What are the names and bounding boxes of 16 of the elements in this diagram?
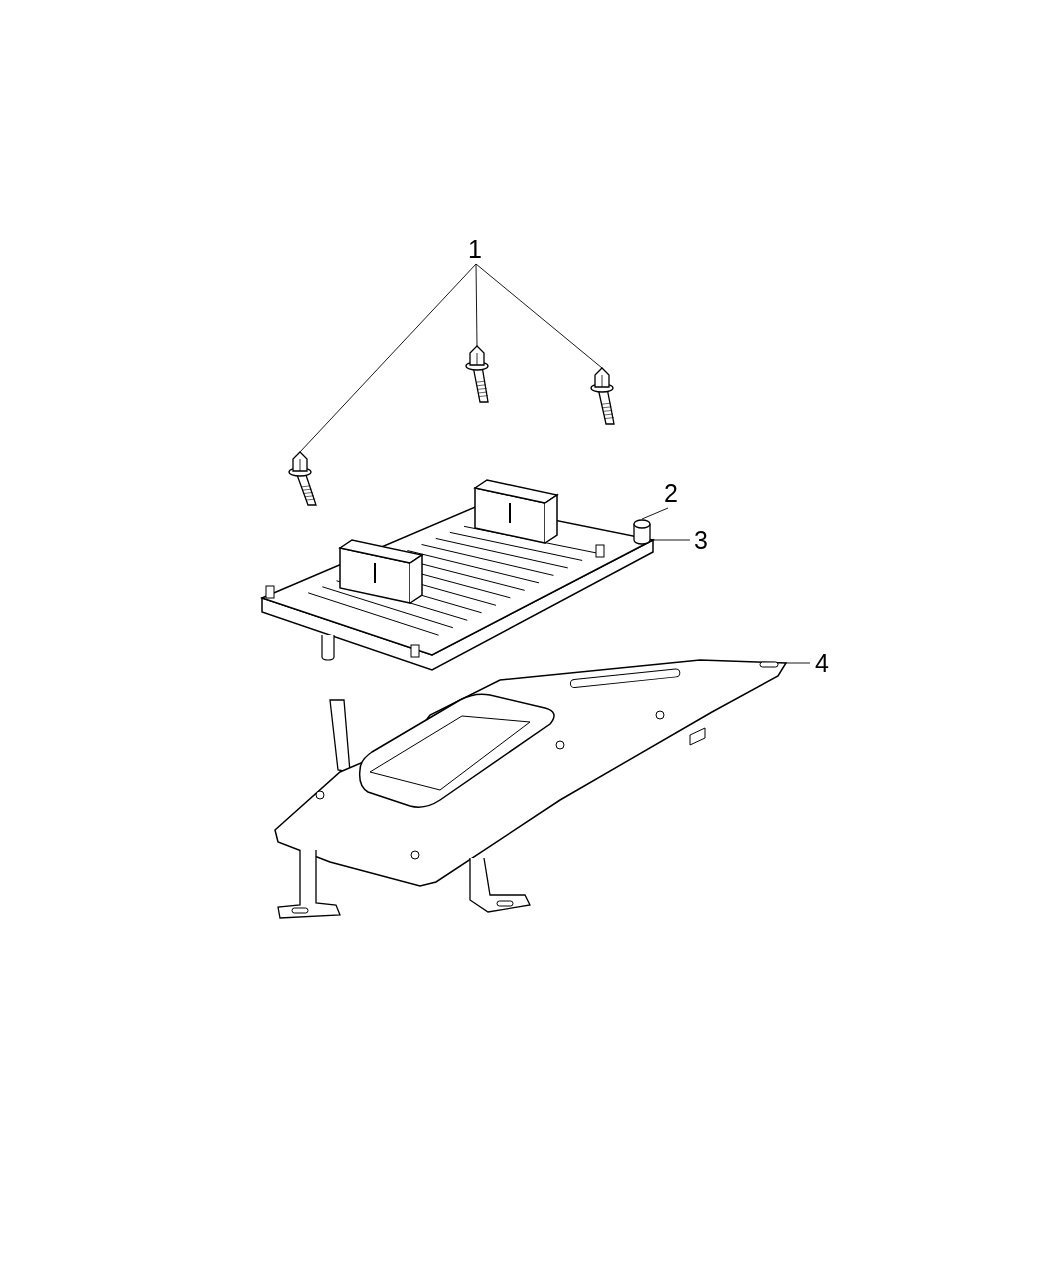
- stud-drawing: [633, 519, 651, 545]
- bolt-drawing: [288, 451, 317, 506]
- leader-line: [475, 263, 478, 347]
- leader-line: [652, 539, 691, 541]
- leader-line: [299, 263, 477, 453]
- bolt-drawing: [590, 367, 615, 425]
- leader-line: [475, 263, 603, 369]
- leader-line: [785, 662, 811, 664]
- callout-number: 3: [694, 527, 708, 553]
- mounting-bracket-drawing: [274, 659, 788, 919]
- callout-number: 1: [468, 236, 482, 262]
- callout-number: 4: [815, 650, 829, 676]
- leader-line: [641, 507, 669, 520]
- bolt-drawing: [465, 345, 489, 403]
- control-module-drawing: [259, 479, 656, 671]
- callout-number: 2: [664, 480, 678, 506]
